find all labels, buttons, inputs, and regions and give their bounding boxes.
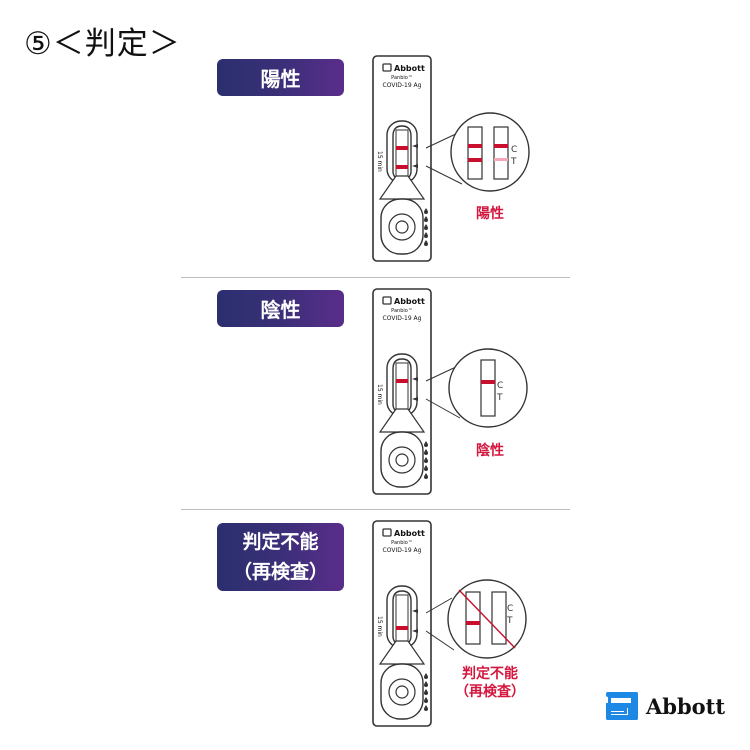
- test-line: [396, 626, 408, 630]
- zoom-control-line-left: [468, 144, 482, 148]
- device-positive: Abbott Panbio™ COVID-19 Ag 15 min: [372, 55, 432, 262]
- section-divider: [181, 277, 570, 278]
- svg-text:Abbott: Abbott: [394, 529, 425, 538]
- invalid-slash: [458, 589, 516, 649]
- section-divider: [181, 509, 570, 510]
- svg-text:Panbio™: Panbio™: [391, 308, 413, 314]
- result-label-invalid: 判定不能 （再検査）: [455, 666, 525, 700]
- badge-invalid-label-line2: （再検査）: [232, 561, 328, 583]
- zoom-control-line: [481, 380, 495, 384]
- svg-text:15 min: 15 min: [376, 151, 383, 172]
- badge-invalid: 判定不能 （再検査）: [217, 523, 344, 591]
- svg-text:T: T: [496, 393, 503, 403]
- badge-invalid-label-line1: 判定不能: [242, 531, 319, 553]
- result-label-positive: 陽性: [476, 206, 504, 222]
- control-line: [396, 146, 408, 150]
- svg-text:COVID-19 Ag: COVID-19 Ag: [383, 547, 422, 554]
- svg-text:Abbott: Abbott: [394, 297, 425, 306]
- svg-text:Panbio™: Panbio™: [391, 75, 413, 81]
- zoom-test-line-left: [466, 621, 480, 625]
- page-title: ⑤＜判定＞: [24, 26, 181, 62]
- svg-text:15 min: 15 min: [376, 616, 383, 637]
- abbott-logo: Abbott: [604, 690, 725, 722]
- svg-text:COVID-19 Ag: COVID-19 Ag: [383, 82, 422, 89]
- device-negative: Abbott Panbio™ COVID-19 Ag 15 min: [372, 288, 432, 495]
- svg-text:15 min: 15 min: [376, 384, 383, 405]
- svg-text:C: C: [507, 604, 513, 614]
- svg-text:Panbio™: Panbio™: [391, 540, 413, 546]
- zoom-test-line-left: [468, 158, 482, 162]
- zoom-test-line-right-faint: [494, 158, 508, 161]
- svg-text:C: C: [497, 381, 503, 391]
- svg-text:COVID-19 Ag: COVID-19 Ag: [383, 315, 422, 322]
- abbott-logo-text: Abbott: [646, 693, 726, 719]
- result-label-negative: 陰性: [476, 443, 504, 459]
- svg-text:C: C: [511, 145, 517, 155]
- zoom-control-line-right: [494, 144, 508, 148]
- control-line: [396, 379, 408, 383]
- badge-positive: 陽性: [217, 59, 344, 96]
- badge-negative-label: 陰性: [260, 298, 301, 322]
- abbott-logo-icon: [606, 692, 638, 720]
- test-line: [396, 165, 408, 169]
- device-invalid: Abbott Panbio™ COVID-19 Ag 15 min: [372, 520, 432, 727]
- zoom-circle-negative: C T: [448, 348, 528, 428]
- zoom-circle-positive: C T: [450, 112, 530, 192]
- badge-negative: 陰性: [217, 290, 344, 327]
- badge-positive-label: 陽性: [260, 67, 301, 91]
- svg-text:T: T: [506, 616, 513, 626]
- zoom-circle-invalid: C T: [447, 579, 527, 659]
- svg-text:Abbott: Abbott: [394, 64, 425, 73]
- svg-text:T: T: [510, 157, 517, 167]
